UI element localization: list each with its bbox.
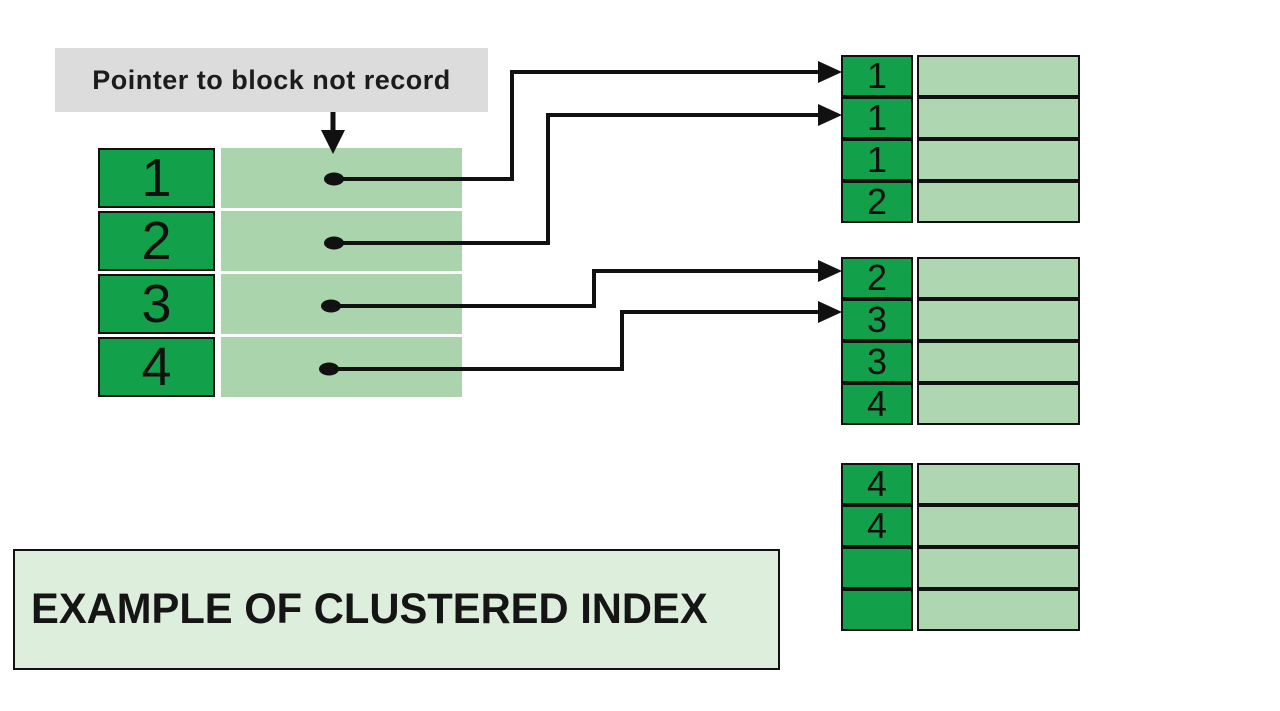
block1-data-cell-2 [917,97,1080,139]
block3-data-cell-1 [917,463,1080,505]
pointer-callout-label: Pointer to block not record [55,48,488,112]
title-banner: EXAMPLE OF CLUSTERED INDEX [13,549,780,670]
index-key-4: 4 [141,337,172,397]
block1-key-cell-4: 2 [841,181,913,223]
block2-data-cell-4 [917,383,1080,425]
block2-key-1: 2 [866,257,888,298]
block2-key-3: 3 [866,341,888,382]
block2-key-cell-4: 4 [841,383,913,425]
block3-data-cell-2 [917,505,1080,547]
block3-data-cell-3 [917,547,1080,589]
block1-key-cell-1: 1 [841,55,913,97]
block1-data-cell-1 [917,55,1080,97]
block1-data-cell-4 [917,181,1080,223]
index-key-2: 2 [141,211,172,271]
index-key-cell-2: 2 [98,211,215,271]
block3-key-2: 4 [866,505,888,546]
block3-key-cell-3 [841,547,913,589]
pointer-callout-text: Pointer to block not record [92,64,451,95]
block1-key-1: 1 [866,55,888,96]
block1-key-4: 2 [866,181,888,222]
block2-data-cell-3 [917,341,1080,383]
block1-key-cell-3: 1 [841,139,913,181]
index-key-1: 1 [141,148,172,208]
block2-key-cell-2: 3 [841,299,913,341]
block3-key-cell-1: 4 [841,463,913,505]
block3-key-cell-2: 4 [841,505,913,547]
block2-key-4: 4 [866,383,888,424]
block1-data-cell-3 [917,139,1080,181]
block2-key-2: 3 [866,299,888,340]
title-banner-text: EXAMPLE OF CLUSTERED INDEX [31,585,708,633]
index-pointer-cell-2 [221,211,462,271]
block2-key-cell-3: 3 [841,341,913,383]
block2-data-cell-1 [917,257,1080,299]
block2-key-cell-1: 2 [841,257,913,299]
block1-key-cell-2: 1 [841,97,913,139]
index-key-cell-1: 1 [98,148,215,208]
block3-key-1: 4 [866,463,888,504]
block3-data-cell-4 [917,589,1080,631]
block3-key-cell-4 [841,589,913,631]
block2-data-cell-2 [917,299,1080,341]
index-key-3: 3 [141,274,172,334]
block1-key-2: 1 [866,97,888,138]
block1-key-3: 1 [866,139,888,180]
index-pointer-cell-3 [221,274,462,334]
index-key-cell-4: 4 [98,337,215,397]
index-pointer-cell-4 [221,337,462,397]
index-pointer-cell-1 [221,148,462,208]
index-key-cell-3: 3 [98,274,215,334]
